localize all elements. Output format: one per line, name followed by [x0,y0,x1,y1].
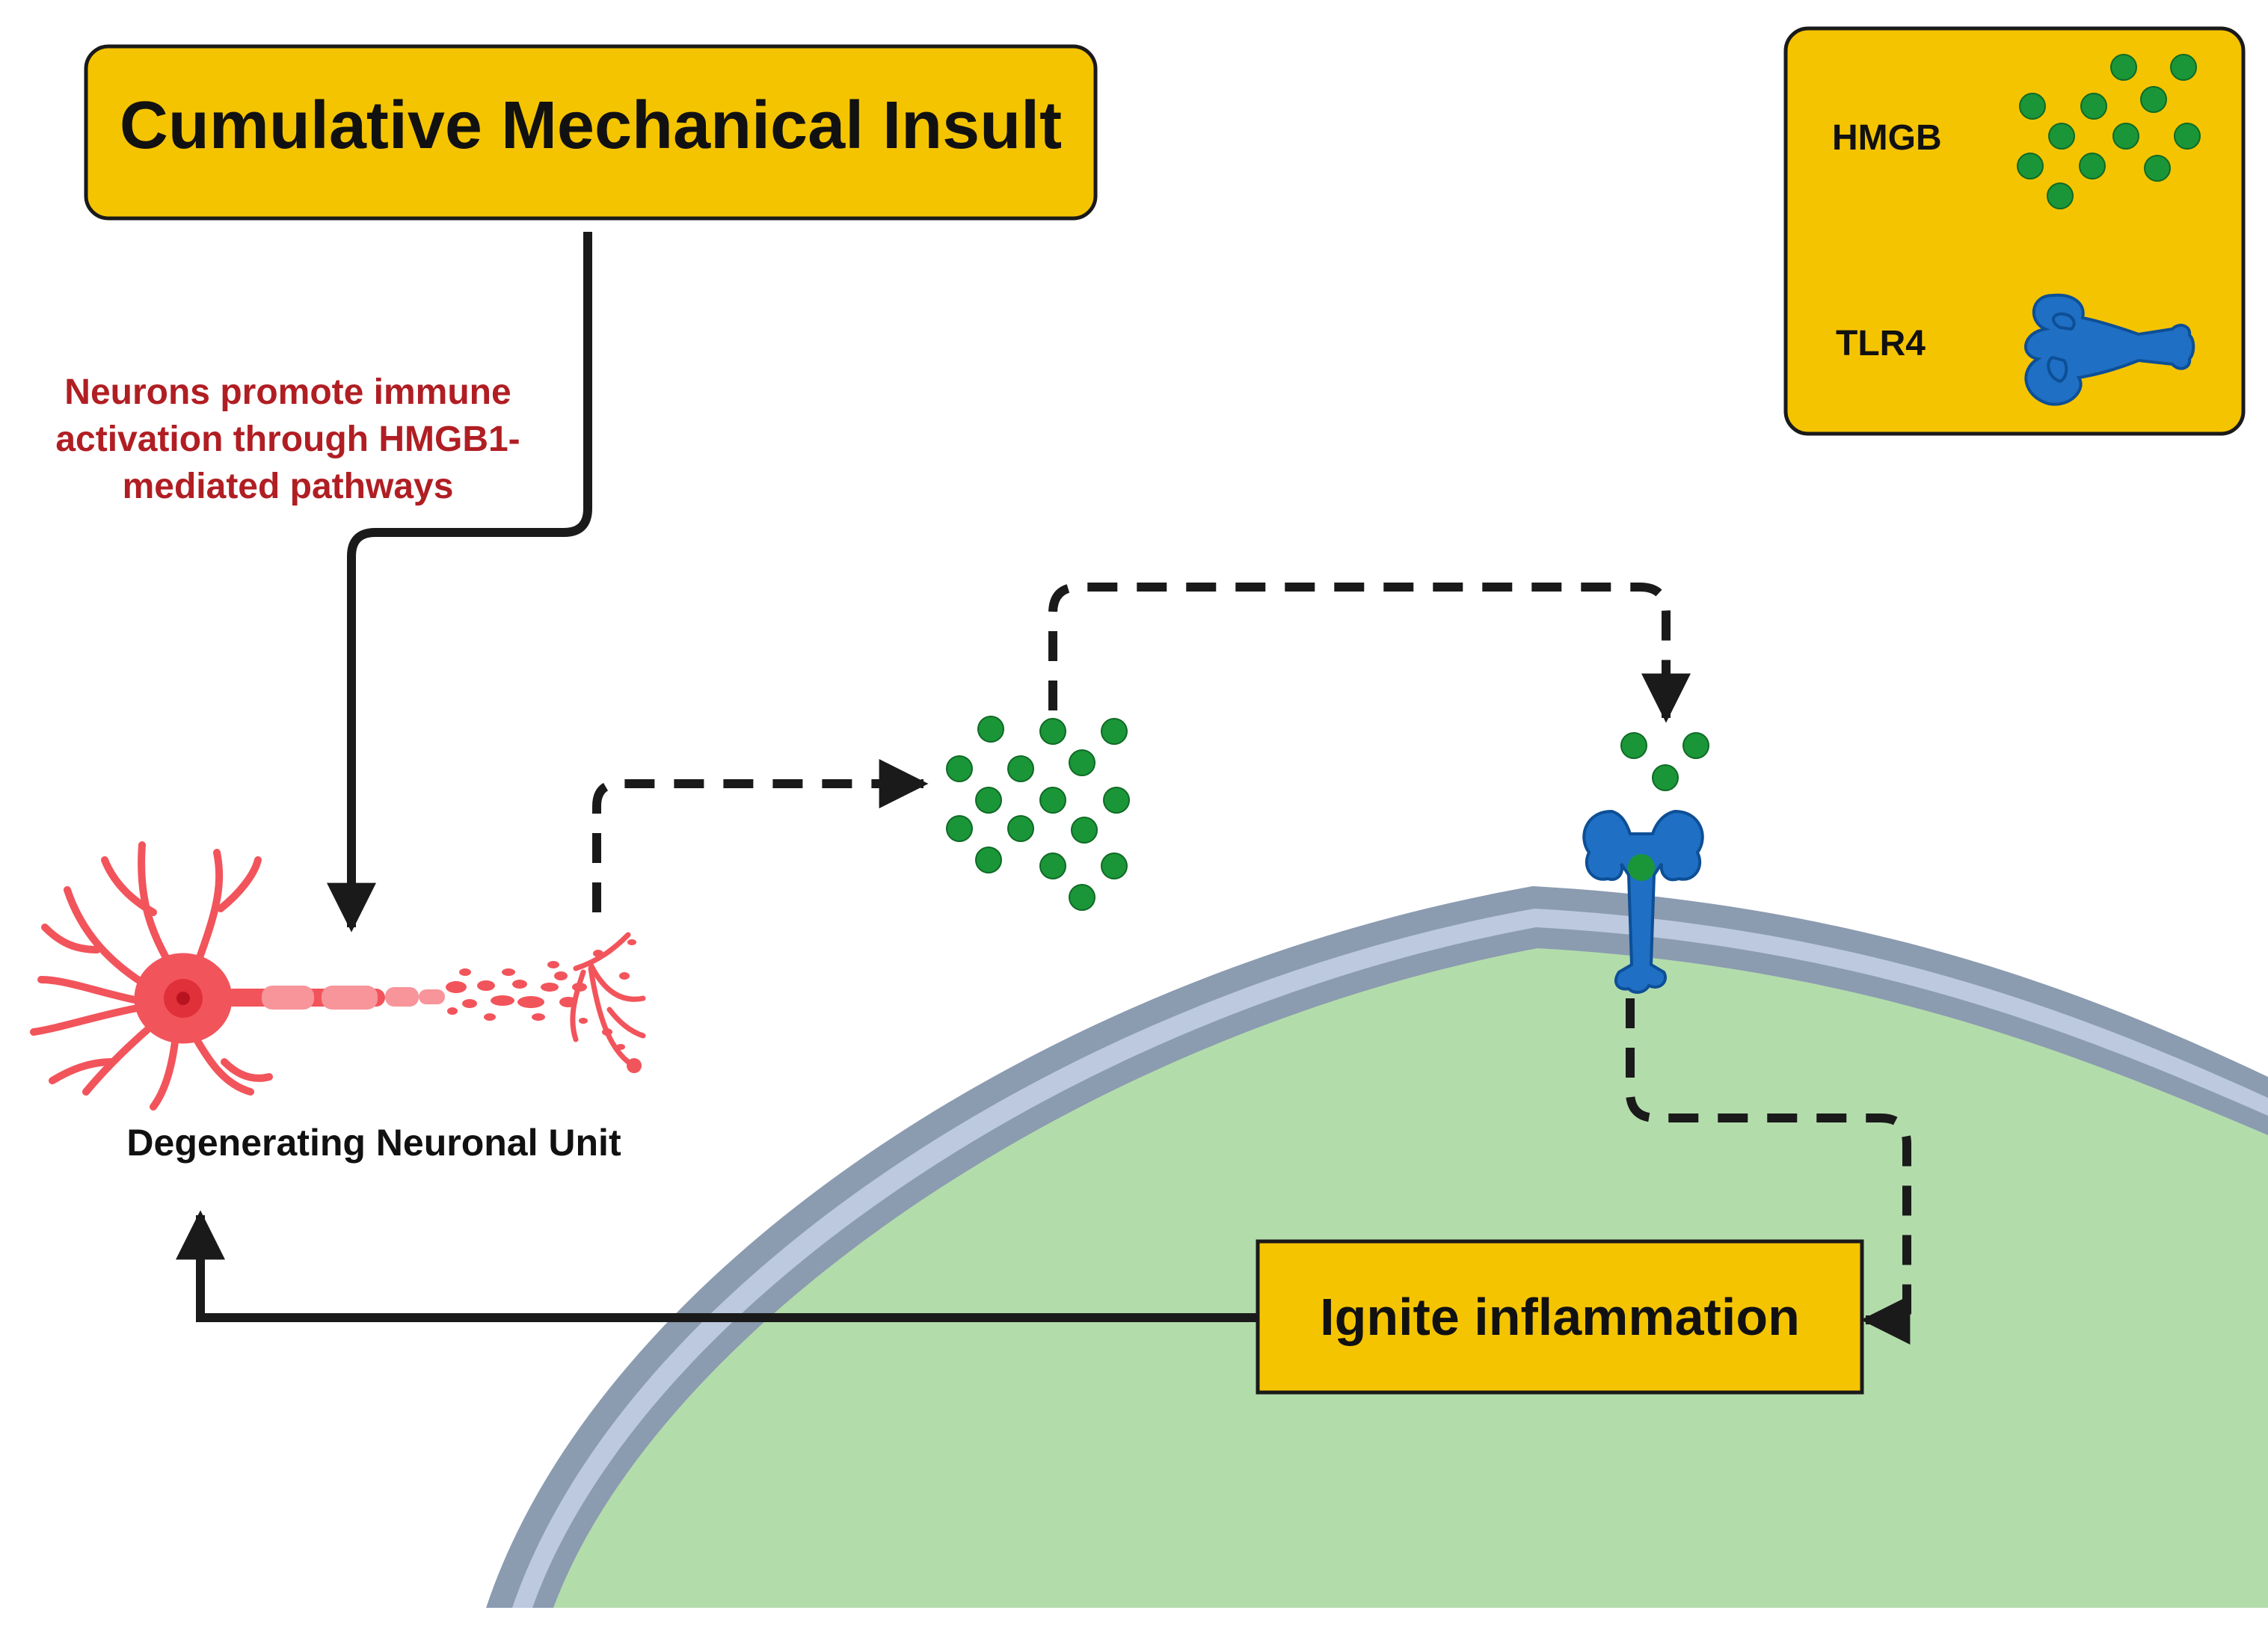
hmgb-dot [2079,153,2106,179]
inflammation-box: Ignite inflammation [1256,1239,1864,1395]
hmgb-dot [2112,123,2139,150]
axon-fragment [532,1013,545,1021]
axon-fragment [446,981,467,993]
hmgb-dot [1071,817,1098,844]
hmgb-dot [1039,718,1066,745]
hmgb-dot [1103,787,1130,814]
hmgb-dot [2019,93,2046,120]
hmgb-dot [2174,123,2201,150]
hmgb-dot [2144,155,2171,182]
title-box-label: Cumulative Mechanical Insult [120,88,1062,163]
axon-fragment [502,968,515,976]
neuron-axon [224,986,445,1010]
hmgb-dot [946,755,973,782]
legend-label-hmgb: HMGB [1832,118,1942,158]
axon-fragment [547,961,559,968]
axon-fragment [579,1018,588,1024]
inflammation-box-label: Ignite inflammation [1320,1288,1800,1346]
axon-fragment [619,972,630,980]
hmgb-dot [1682,732,1709,759]
axon-fragment [447,1007,458,1015]
annotation-line-2: activation through HMGB1- [55,420,520,459]
arrow-inflammation-to-neuron [176,1210,1258,1322]
legend: HMGB TLR4 [1783,26,2246,436]
arrow-insult-to-neuron [327,232,592,933]
neuron-fragments [446,939,636,1050]
hmgb-cluster-bound [1620,732,1709,791]
arrow-receptor-to-inflammation [1626,998,1911,1345]
hmgb-dot [1652,764,1679,791]
hmgb-cluster-released [946,716,1130,911]
hmgb-dot [2048,123,2075,150]
axon-fragment [541,983,559,992]
hmgb-dot [1069,749,1095,776]
annotation-line-1: Neurons promote immune [64,372,511,412]
hmgb-dot [2140,86,2167,113]
arrow-neuron-to-hmgb [592,759,929,912]
axon-fragment [517,996,544,1008]
tlr4-receptor-membrane [1582,809,1704,994]
hmgb-dot [2110,54,2137,81]
hmgb-dot [1007,815,1034,842]
axon-fragment [462,999,477,1008]
legend-label-tlr4: TLR4 [1836,324,1926,363]
arrow-hmgb-to-receptor [1048,583,1691,723]
hmgb-dot [946,815,973,842]
hmgb-dot [975,847,1002,873]
hmgb-dot [1039,853,1066,879]
hmgb-dots-icon [2017,54,2201,209]
hmgb-dot [2080,93,2107,120]
hmgb-dot [1007,755,1034,782]
hmgb-dot [2170,54,2197,81]
neuron [30,841,646,1111]
axon-fragment [459,968,471,976]
hmgb-dot [1620,732,1647,759]
axon-fragment [554,971,568,980]
neuron-dendrites [30,841,273,1111]
hmgb-dot [977,716,1004,743]
tlr4-receptor-icon [2024,293,2195,406]
hmgb-dot [1039,787,1066,814]
hmgb-dot [2017,153,2044,179]
hmgb-dot [2047,182,2074,209]
title-box: Cumulative Mechanical Insult [84,44,1098,221]
hmgb-dot [975,787,1002,814]
axon-fragment [512,980,527,989]
hmgb-dot [1101,718,1128,745]
annotation: Neurons promote immune activation throug… [55,372,520,506]
hmgb-dot [1069,884,1095,911]
neuron-label: Degenerating Neuronal Unit [126,1122,621,1164]
axon-fragment [477,980,495,991]
axon-fragment [627,939,636,945]
hmgb-dot [1101,853,1128,879]
axon-fragment [484,1013,496,1021]
axon-fragment [491,995,514,1006]
annotation-line-3: mediated pathways [123,467,454,506]
neuron-terminal [570,932,646,1065]
